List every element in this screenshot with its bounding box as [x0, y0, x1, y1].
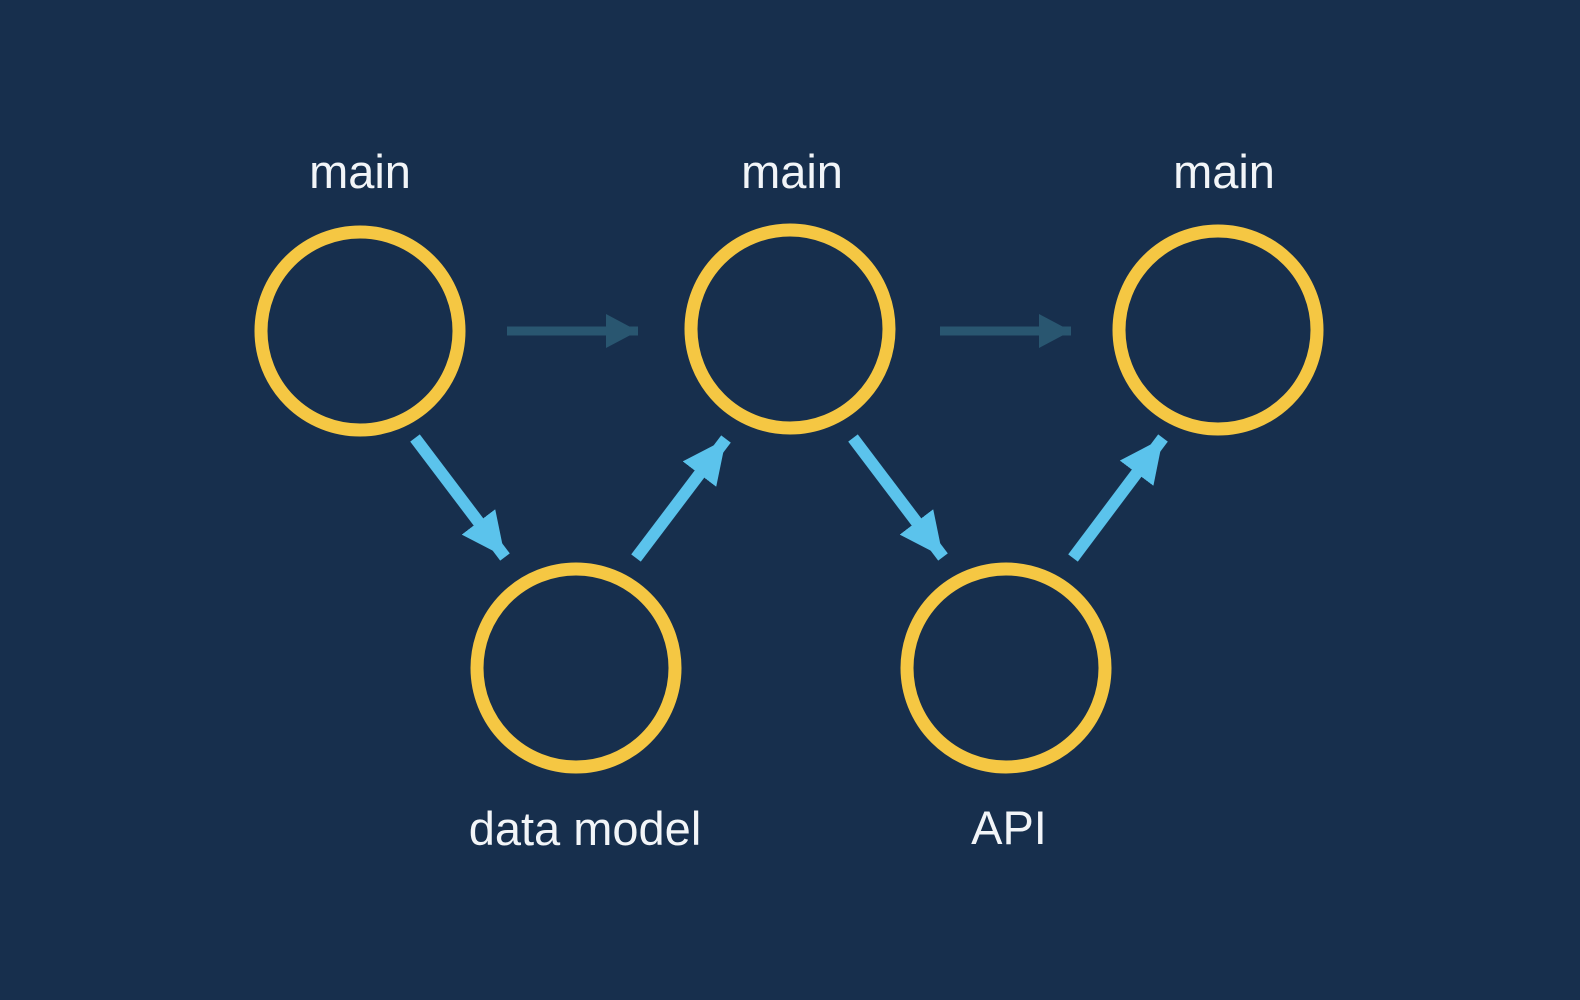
branch-out-arrow-data-model [410, 434, 510, 561]
merge-arrow-data-model [631, 435, 731, 562]
label-data-model: data model [469, 802, 702, 855]
branch-out-arrow-api [848, 434, 948, 561]
label-main-2: main [741, 145, 843, 198]
label-main-1: main [309, 145, 411, 198]
node-labels: main main main data model API [309, 145, 1275, 855]
commit-node-main-1 [254, 225, 466, 437]
commit-node-main-2 [684, 223, 896, 435]
label-api: API [971, 801, 1047, 854]
commit-nodes [254, 223, 1324, 774]
label-main-3: main [1173, 145, 1275, 198]
commit-node-data-model [470, 562, 682, 774]
merge-arrow-api [1068, 434, 1168, 562]
commit-node-main-3 [1112, 224, 1324, 436]
branch-arrows [410, 434, 1168, 562]
commit-node-api [900, 562, 1112, 774]
